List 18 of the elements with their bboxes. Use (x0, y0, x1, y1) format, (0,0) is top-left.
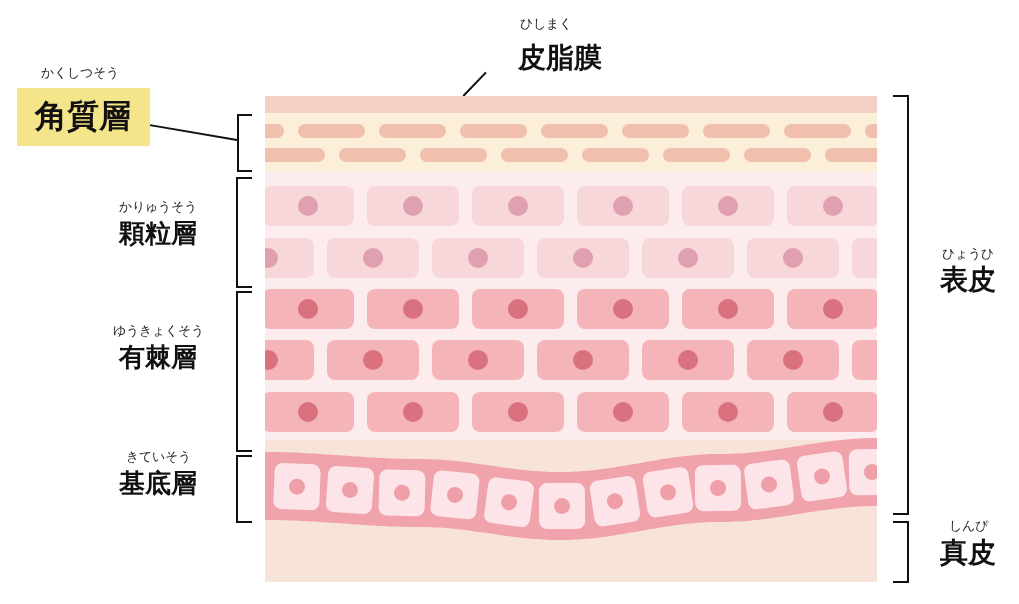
layer-label: 表皮 (940, 266, 996, 294)
layer-label: 顆粒層 (119, 220, 197, 246)
bracket (237, 114, 252, 172)
furigana: しんぴ (948, 519, 988, 532)
furigana: ひしまく (520, 17, 572, 30)
layer-label: 真皮 (940, 539, 996, 567)
layer-label: 角質層 (35, 100, 131, 132)
furigana: きていそう (125, 450, 191, 463)
layer-label: 基底層 (119, 470, 197, 496)
leader-line (149, 124, 238, 142)
furigana: ゆうきょくそう (112, 324, 204, 337)
sebum-film-layer (265, 96, 877, 113)
furigana: ひょうひ (942, 247, 994, 260)
layer-label: 皮脂膜 (518, 44, 602, 72)
leader-line (462, 71, 487, 97)
layer-label: 有棘層 (119, 344, 197, 370)
furigana: かくしつそう (41, 66, 119, 79)
furigana: かりゅうそう (119, 200, 197, 213)
